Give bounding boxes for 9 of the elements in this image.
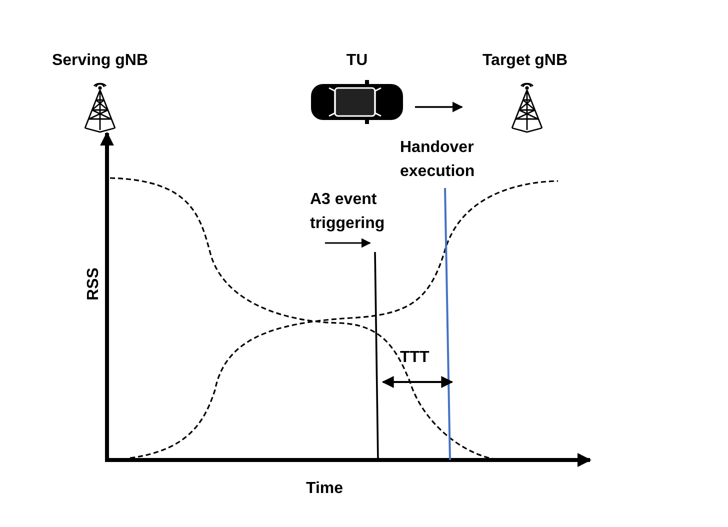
vehicle-label: TU [345, 52, 369, 70]
station-label: Serving gNB [50, 52, 149, 70]
axis-title: RSS [84, 266, 103, 302]
axis-title: Time [306, 479, 344, 499]
station-label: Target gNB [481, 52, 569, 70]
arrow [415, 102, 464, 112]
dimension-label: TTT [400, 348, 430, 368]
annotation-label: Handover execution [400, 138, 476, 182]
annotation-label: A3 event triggering [310, 190, 386, 234]
